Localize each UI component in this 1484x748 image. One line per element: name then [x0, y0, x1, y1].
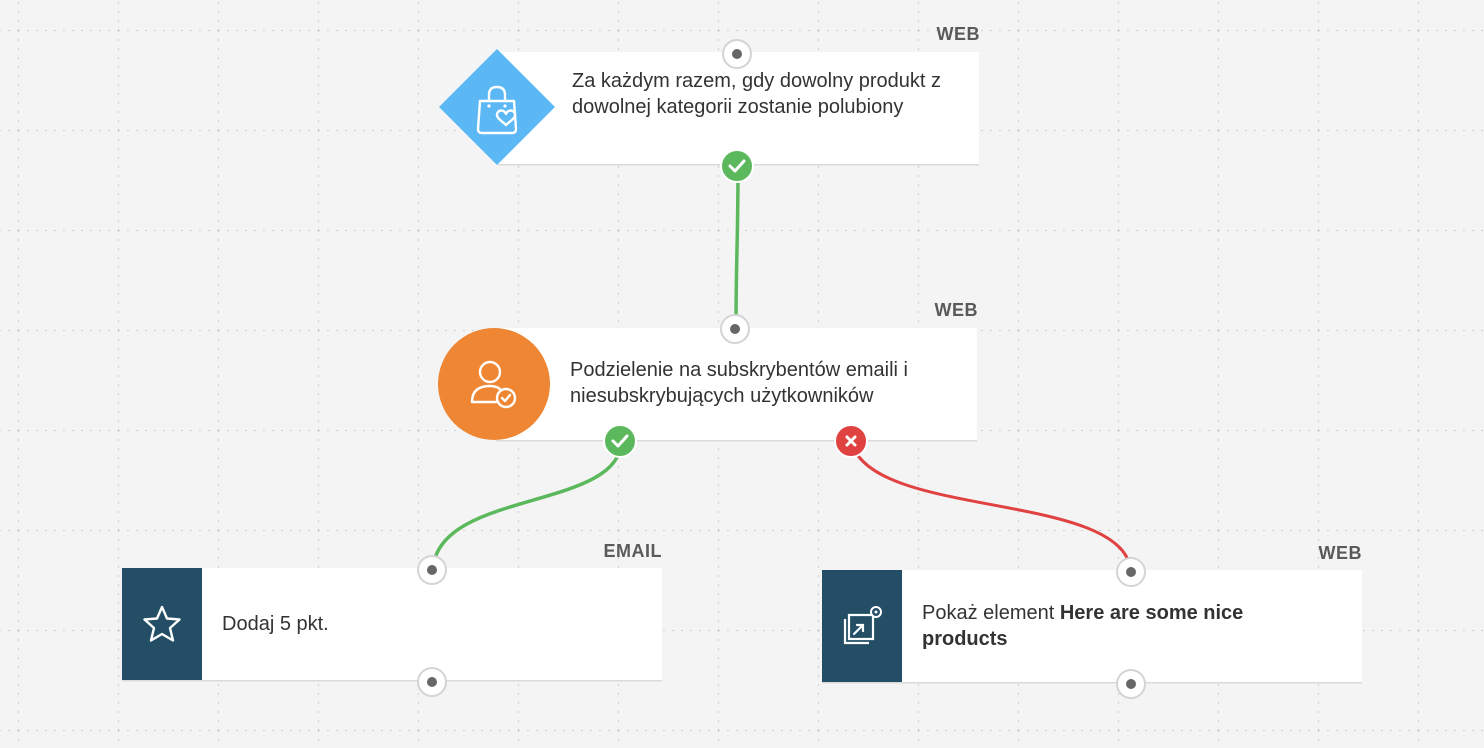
- shopping-bag-heart-icon: [476, 85, 518, 135]
- check-icon: [611, 434, 629, 448]
- check-icon: [728, 159, 746, 173]
- condition-input-port[interactable]: [720, 314, 750, 344]
- channel-label-trigger: WEB: [936, 24, 980, 44]
- connector-trigger-to-condition: [734, 165, 740, 329]
- channel-label-show-element: WEB: [1318, 543, 1362, 563]
- show-element-output-port[interactable]: [1116, 669, 1146, 699]
- trigger-text: Za każdym razem, gdy dowolny produkt z d…: [572, 70, 942, 118]
- trigger-node[interactable]: Za każdym razem, gdy dowolny produkt z d…: [498, 52, 979, 164]
- add-points-text: Dodaj 5 pkt.: [222, 613, 329, 635]
- connector-no-branch: [849, 440, 1133, 571]
- star-icon: [143, 605, 181, 642]
- show-element-text-prefix: Pokaż element: [922, 602, 1060, 624]
- add-points-output-port[interactable]: [417, 667, 447, 697]
- close-icon: [845, 435, 857, 447]
- condition-text: Podzielenie na subskrybentów emaili i ni…: [570, 359, 908, 407]
- show-element-name: Here are some nice products: [922, 602, 1244, 650]
- condition-no-badge[interactable]: [834, 424, 868, 458]
- condition-icon-circle: [438, 328, 550, 440]
- trigger-input-port[interactable]: [722, 39, 752, 69]
- condition-yes-badge[interactable]: [603, 424, 637, 458]
- show-element-input-port[interactable]: [1116, 557, 1146, 587]
- channel-label-add-points: EMAIL: [603, 541, 662, 561]
- show-element-icon-box: [822, 570, 902, 682]
- connector-yes-branch: [431, 440, 623, 569]
- show-element-icon: [843, 606, 882, 645]
- show-element-node[interactable]: Pokaż element Here are some nice product…: [822, 570, 1362, 682]
- user-check-icon: [470, 360, 517, 409]
- channel-label-condition: WEB: [934, 300, 978, 320]
- add-points-node[interactable]: Dodaj 5 pkt.: [122, 568, 662, 680]
- add-points-icon-box: [122, 568, 202, 680]
- condition-node[interactable]: Podzielenie na subskrybentów emaili i ni…: [496, 328, 977, 440]
- show-element-text: Pokaż element Here are some nice product…: [922, 600, 1322, 652]
- trigger-yes-badge[interactable]: [720, 149, 754, 183]
- add-points-input-port[interactable]: [417, 555, 447, 585]
